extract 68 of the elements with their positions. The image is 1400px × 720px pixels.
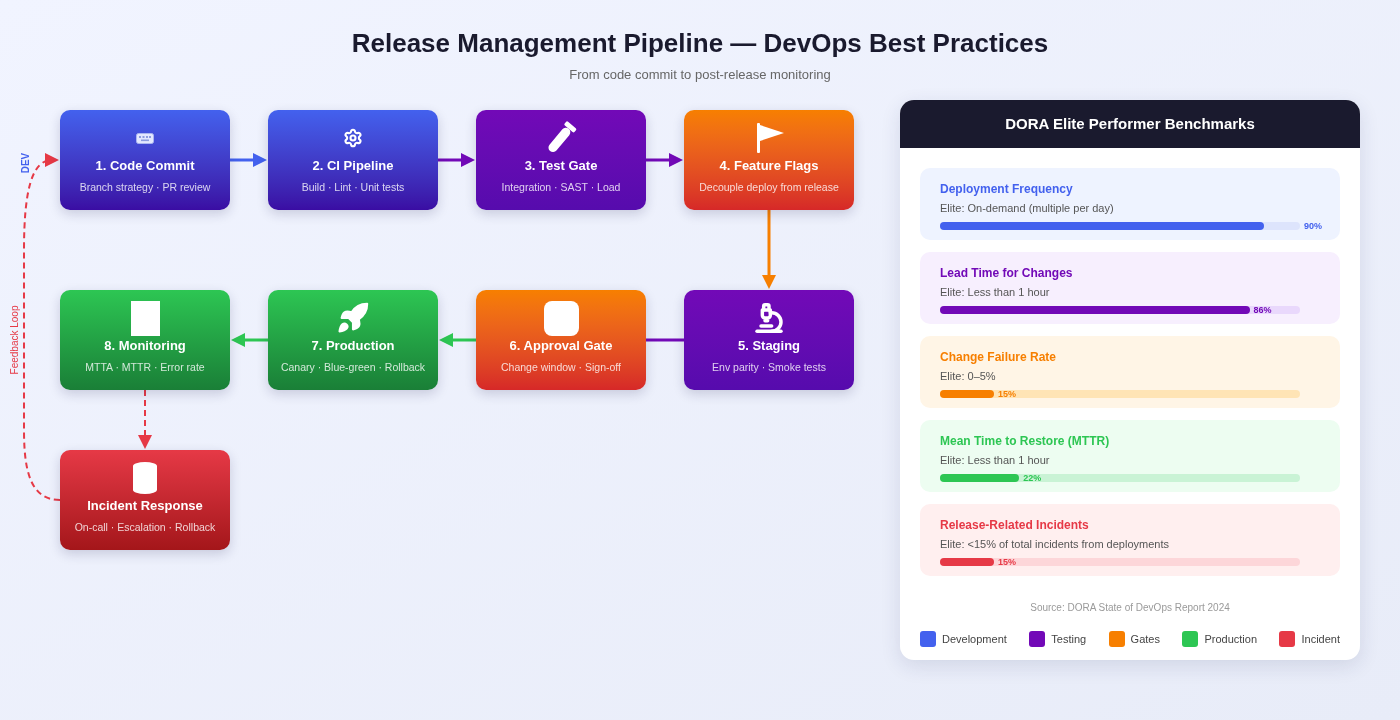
stage-description: Integration · SAST · Load bbox=[501, 180, 621, 194]
stage-title: Incident Response bbox=[87, 498, 203, 514]
stage-box bbox=[60, 290, 230, 390]
arrow bbox=[439, 333, 476, 347]
metric-description: Elite: 0–5% bbox=[940, 369, 996, 383]
metric-card bbox=[920, 168, 1340, 240]
stage-description: Canary · Blue-green · Rollback bbox=[280, 360, 426, 374]
panel-title: DORA Elite Performer Benchmarks bbox=[1005, 113, 1255, 134]
stage-box bbox=[60, 450, 230, 550]
stage-title: 3. Test Gate bbox=[524, 158, 598, 174]
arrow bbox=[438, 153, 475, 167]
legend-label: Incident bbox=[1301, 632, 1340, 647]
percent-value: 22% bbox=[1023, 472, 1042, 485]
connector-line bbox=[646, 338, 684, 342]
stage-title: 1. Code Commit bbox=[95, 158, 195, 174]
percent-value: 15% bbox=[998, 556, 1016, 569]
stage-title: 8. Monitoring bbox=[104, 338, 186, 354]
stage-description: MTTA · MTTR · Error rate bbox=[85, 360, 205, 374]
stage-title: 6. Approval Gate bbox=[509, 338, 613, 354]
stage-title: 4. Feature Flags bbox=[719, 158, 819, 174]
legend-label: Development bbox=[942, 632, 1007, 647]
metric-card bbox=[920, 504, 1340, 576]
edge-label: Feedback Loop bbox=[9, 305, 21, 375]
metric-description: Elite: Less than 1 hour bbox=[940, 285, 1050, 299]
arrow bbox=[646, 153, 683, 167]
metric-description: Elite: Less than 1 hour bbox=[940, 453, 1050, 467]
arrow bbox=[23, 153, 61, 501]
metric-description: Elite: <15% of total incidents from deployments bbox=[940, 537, 1169, 551]
stage-description: Decouple deploy from release bbox=[699, 180, 839, 194]
metric-title: Release-Related Incidents bbox=[940, 517, 1089, 533]
percent-value: 86% bbox=[1253, 304, 1272, 317]
metric-title: Deployment Frequency bbox=[940, 181, 1073, 197]
stage-description: Env parity · Smoke tests bbox=[712, 360, 826, 374]
metric-title: Change Failure Rate bbox=[940, 349, 1057, 365]
arrow bbox=[230, 153, 267, 167]
metric-description: Elite: On-demand (multiple per day) bbox=[940, 201, 1114, 215]
metric-title: Lead Time for Changes bbox=[940, 265, 1073, 281]
stage-box bbox=[476, 290, 646, 390]
legend-label: Gates bbox=[1130, 632, 1160, 647]
side-label: DEV bbox=[20, 152, 32, 174]
stage-title: 2. CI Pipeline bbox=[312, 158, 394, 174]
stage-title: 7. Production bbox=[311, 338, 395, 354]
metric-card bbox=[920, 336, 1340, 408]
metric-title: Mean Time to Restore (MTTR) bbox=[940, 433, 1110, 449]
stage-box bbox=[268, 110, 438, 210]
arrow bbox=[138, 389, 152, 449]
stage-description: Branch strategy · PR review bbox=[79, 180, 211, 194]
stage-description: On-call · Escalation · Rollback bbox=[74, 520, 216, 534]
subtitle: From code commit to post-release monitoring bbox=[569, 67, 831, 83]
stage-box bbox=[684, 110, 854, 210]
percent-value: 15% bbox=[998, 388, 1016, 401]
stage-box bbox=[268, 290, 438, 390]
legend-label: Production bbox=[1204, 632, 1257, 647]
title: Release Management Pipeline — DevOps Best Practices bbox=[351, 27, 1049, 59]
arrow bbox=[762, 210, 776, 289]
stage-title: 5. Staging bbox=[737, 338, 801, 354]
stage-box bbox=[60, 110, 230, 210]
legend-label: Testing bbox=[1051, 632, 1087, 647]
source-note: Source: DORA State of DevOps Report 2024 bbox=[1030, 602, 1230, 614]
benchmark-panel bbox=[900, 100, 1360, 660]
metric-card bbox=[920, 252, 1340, 324]
metric-card bbox=[920, 420, 1340, 492]
arrow bbox=[231, 333, 268, 347]
stage-box bbox=[476, 110, 646, 210]
stage-description: Build · Lint · Unit tests bbox=[301, 180, 405, 194]
stage-description: Change window · Sign-off bbox=[500, 360, 621, 374]
percent-value: 90% bbox=[1304, 220, 1322, 233]
stage-box bbox=[684, 290, 854, 390]
